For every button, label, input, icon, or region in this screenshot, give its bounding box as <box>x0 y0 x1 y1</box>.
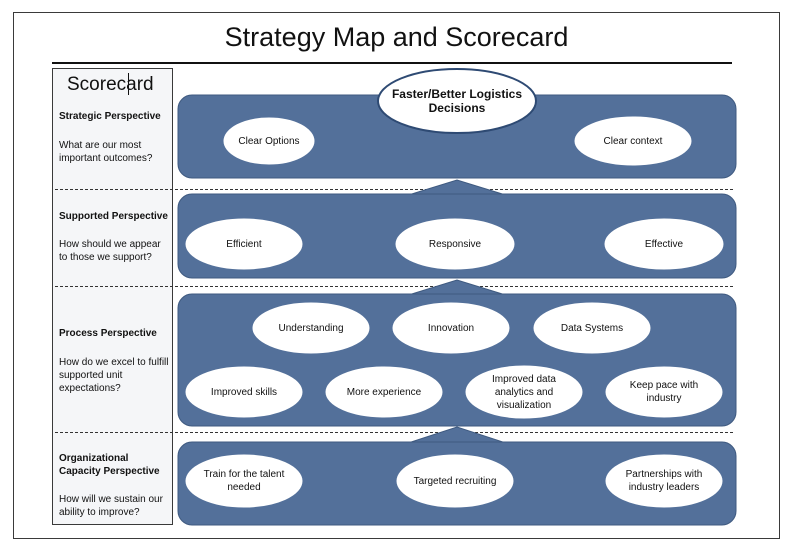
scorecard-heading: Scorecard <box>67 74 154 95</box>
oval-targeted-recruiting <box>396 454 514 508</box>
strategic-perspective-question: What are our most important outcomes? <box>59 140 153 164</box>
page-title: Strategy Map and Scorecard <box>224 22 569 52</box>
capacity-perspective-question: How will we sustain our ability to impro… <box>59 494 163 518</box>
supported-perspective-question: How should we appear to those we support… <box>59 239 161 263</box>
page-frame <box>13 12 780 539</box>
oval-data-systems <box>533 302 651 354</box>
oval-partnerships <box>605 454 723 508</box>
divider-strategic-supported <box>55 189 733 190</box>
process-perspective-title: Process Perspective <box>59 328 157 339</box>
oval-understanding <box>252 302 370 354</box>
text-cursor <box>128 73 129 95</box>
keep-pace-label: Keep pace with industry <box>629 380 699 404</box>
oval-improved-data-analytics <box>465 365 583 419</box>
efficient-label: Efficient <box>226 238 262 250</box>
innovation-label: Innovation <box>427 322 475 334</box>
top-goal-label: Faster/Better Logistics Decisions <box>391 87 523 115</box>
improved-data-analytics-label: Improved data analytics and visualizatio… <box>492 373 556 411</box>
oval-innovation <box>392 302 510 354</box>
improved-skills-label: Improved skills <box>210 386 278 398</box>
clear-context-label: Clear context <box>603 135 663 147</box>
capacity-perspective-title: Organizational Capacity Perspective <box>59 453 160 477</box>
clear-options-label: Clear Options <box>238 135 300 147</box>
train-talent-label: Train for the talent needed <box>203 469 285 493</box>
title-rule <box>52 62 732 64</box>
more-experience-label: More experience <box>346 386 422 398</box>
understanding-label: Understanding <box>278 322 344 334</box>
oval-improved-skills <box>185 366 303 418</box>
oval-responsive <box>395 218 515 270</box>
scorecard-panel: Scorecard <box>52 68 173 525</box>
supported-perspective-title: Supported Perspective <box>59 211 168 222</box>
partnerships-label: Partnerships with industry leaders <box>625 469 703 493</box>
oval-efficient <box>185 218 303 270</box>
targeted-recruiting-label: Targeted recruiting <box>413 475 497 487</box>
divider-process-capacity <box>55 432 733 433</box>
strategic-perspective-title: Strategic Perspective <box>59 111 161 122</box>
divider-supported-process <box>55 286 733 287</box>
process-perspective-question: How do we excel to fulfill supported uni… <box>59 357 169 394</box>
effective-label: Effective <box>644 238 684 250</box>
oval-top-goal <box>377 68 537 134</box>
data-systems-label: Data Systems <box>560 322 624 334</box>
oval-more-experience <box>325 366 443 418</box>
oval-keep-pace <box>605 366 723 418</box>
oval-clear-context <box>574 116 692 166</box>
responsive-label: Responsive <box>428 238 482 250</box>
oval-train-talent <box>185 454 303 508</box>
oval-effective <box>604 218 724 270</box>
oval-clear-options <box>223 117 315 165</box>
